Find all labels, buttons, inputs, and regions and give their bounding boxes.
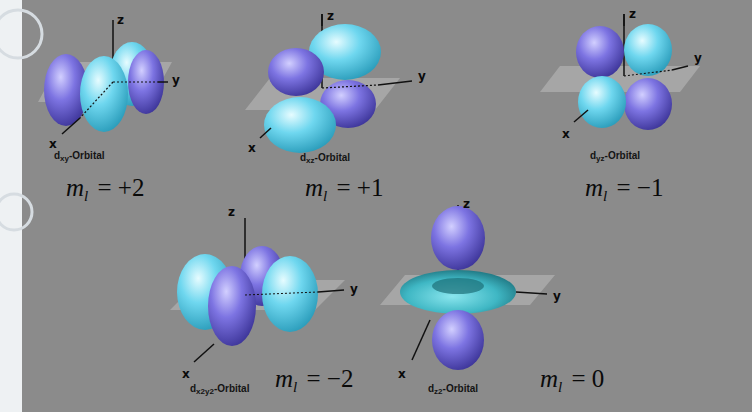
axis-label: y — [553, 290, 561, 304]
axis-label: z — [629, 8, 636, 22]
dx2y2-orbital — [170, 218, 345, 362]
decor-circle — [0, 194, 32, 230]
orbital-name: dxz-Orbital — [300, 152, 350, 164]
text-part: -Orbital — [605, 150, 641, 161]
dxy-orbital — [38, 20, 172, 134]
axis-label: y — [350, 283, 358, 297]
text-part: = −2 — [300, 365, 353, 392]
text-part: l — [323, 188, 327, 204]
text-part: xz — [306, 156, 314, 165]
text-part: -Orbital — [214, 383, 250, 394]
text-part: -Orbital — [315, 152, 351, 163]
orbital-name: dx2y2-Orbital — [190, 383, 249, 395]
axis-label: z — [463, 198, 470, 212]
quantum-number: ml = −2 — [275, 365, 353, 394]
text-part: d — [54, 150, 60, 161]
dz2-orbital — [380, 205, 555, 370]
text-part: -Orbital — [69, 150, 105, 161]
axis-label: x — [182, 368, 190, 382]
text-part: = 0 — [565, 365, 604, 392]
dyz-orbital — [540, 14, 700, 130]
axis-label: z — [228, 206, 235, 220]
text-part: xy — [60, 154, 69, 163]
text-part: l — [84, 188, 88, 204]
text-part: yz — [596, 154, 604, 163]
orbital-name: dyz-Orbital — [590, 150, 640, 162]
axis-label: x — [49, 138, 57, 152]
text-part: l — [558, 379, 562, 395]
dxz-orbital — [245, 14, 412, 153]
text-part: = +1 — [330, 174, 383, 201]
text-part: m — [275, 365, 293, 392]
text-part: d — [590, 150, 596, 161]
text-part: = +2 — [91, 174, 144, 201]
text-part: m — [66, 174, 84, 201]
text-part: l — [293, 379, 297, 395]
axis-label: y — [694, 52, 702, 66]
text-part: m — [305, 174, 323, 201]
orbital-name: dz2-Orbital — [428, 383, 478, 395]
text-part: m — [540, 365, 558, 392]
axis-label: x — [562, 128, 570, 142]
axis-label: x — [398, 368, 406, 382]
axis-label: z — [117, 14, 124, 28]
text-part: d — [428, 383, 434, 394]
text-part: d — [190, 383, 196, 394]
text-part: -Orbital — [443, 383, 479, 394]
text-part: l — [603, 188, 607, 204]
text-part: d — [300, 152, 306, 163]
decor-circle — [0, 10, 42, 58]
axis-label: y — [418, 70, 426, 84]
side-strip — [0, 0, 22, 412]
text-part: x2y2 — [196, 387, 214, 396]
axis-label: z — [327, 10, 334, 24]
quantum-number: ml = +1 — [305, 174, 383, 203]
quantum-number: ml = +2 — [66, 174, 144, 203]
text-part: = −1 — [610, 174, 663, 201]
quantum-number: ml = 0 — [540, 365, 604, 394]
text-part: z2 — [434, 387, 442, 396]
quantum-number: ml = −1 — [585, 174, 663, 203]
axis-label: x — [248, 142, 256, 156]
text-part: m — [585, 174, 603, 201]
axis-label: y — [172, 74, 180, 88]
orbital-name: dxy-Orbital — [54, 150, 105, 162]
